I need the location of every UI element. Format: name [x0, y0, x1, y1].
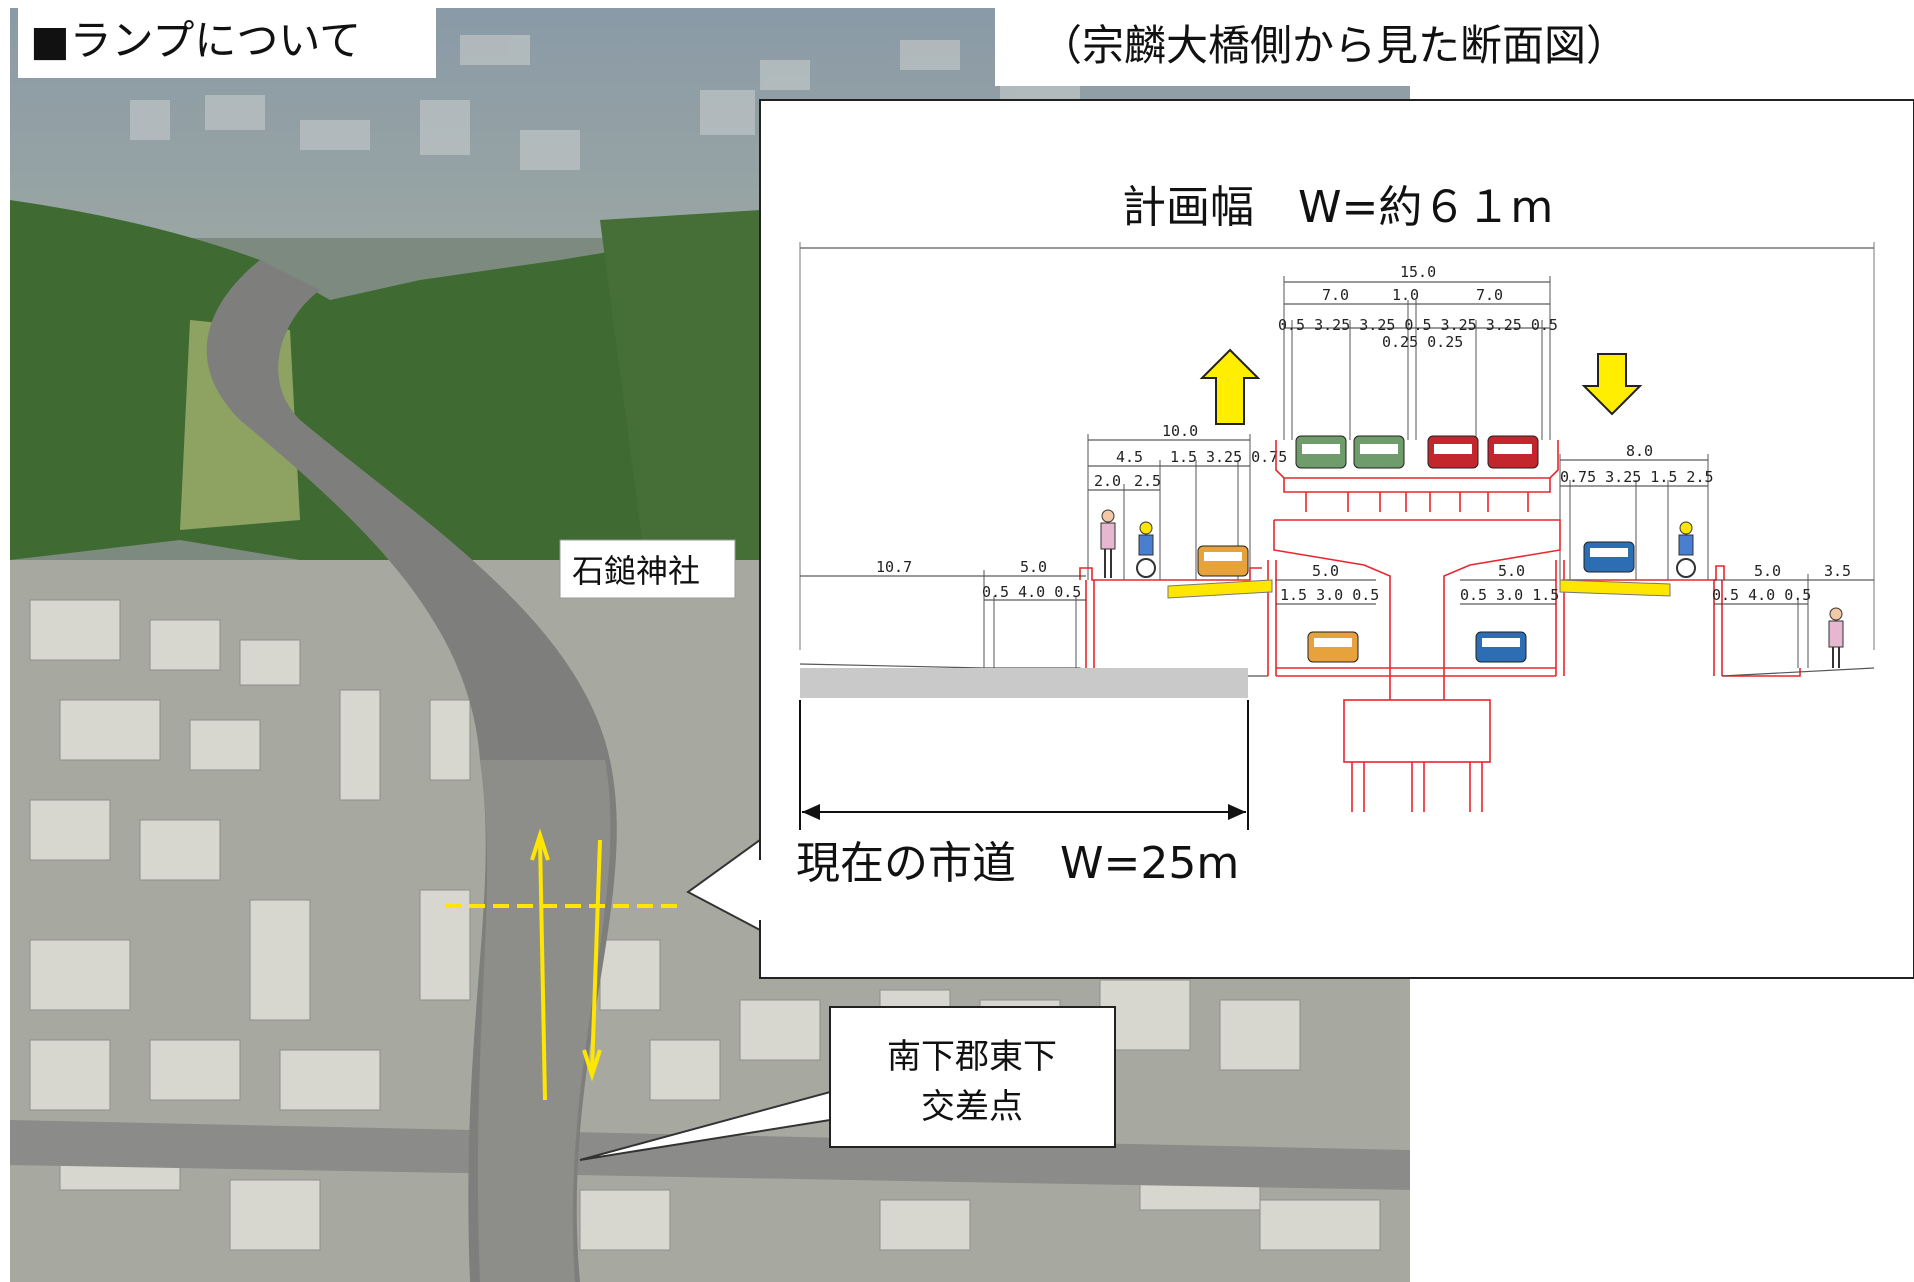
cyclist-icon [1676, 521, 1696, 578]
dim-left-deck-total: 10.0 [1162, 422, 1198, 440]
pedestrian-icon [1828, 607, 1844, 668]
dim-under-right-sub: 0.5 3.0 1.5 [1460, 586, 1559, 604]
intersection-label-line2: 交差点 [921, 1087, 1023, 1127]
dim-lanes-sub: 0.25 0.25 [1382, 333, 1463, 351]
dim-top-right: 7.0 [1476, 286, 1503, 304]
car-icon [1487, 435, 1539, 469]
down-arrow-icon [1581, 353, 1643, 416]
dim-under-left: 5.0 [1312, 562, 1339, 580]
intersection-label-box [829, 1006, 1116, 1148]
dim-walk-left-sub: 0.5 4.0 0.5 [982, 583, 1081, 601]
dim-left-c: 3.25 0.75 [1206, 448, 1287, 466]
planned-width-label: 計画幅 W=約６１m [1122, 182, 1553, 233]
car-icon [1583, 541, 1635, 573]
dim-under-left-sub: 1.5 3.0 0.5 [1280, 586, 1379, 604]
car-icon [1295, 435, 1347, 469]
car-icon [1475, 631, 1527, 663]
car-icon [1353, 435, 1405, 469]
dim-right-deck-total: 8.0 [1626, 442, 1653, 460]
car-icon [1307, 631, 1359, 663]
dim-walk-right: 5.0 [1754, 562, 1781, 580]
dim-right-row: 0.75 3.25 1.5 2.5 [1560, 468, 1714, 486]
dim-left-b: 1.5 [1170, 448, 1197, 466]
dim-walk-left: 5.0 [1020, 558, 1047, 576]
cross-section-drawing: 15.0 7.0 1.0 7.0 0.5 3.25 3.25 0.5 3.25 … [799, 242, 1875, 830]
dim-ground-right: 3.5 [1824, 562, 1851, 580]
dim-walk-right-sub: 0.5 4.0 0.5 [1712, 586, 1811, 604]
dim-left-e: 2.5 [1134, 472, 1161, 490]
dim-left-a: 4.5 [1116, 448, 1143, 466]
shrine-label-box [559, 539, 736, 599]
cross-section-panel [759, 99, 1914, 979]
dim-top-left: 7.0 [1322, 286, 1349, 304]
cyclist-icon [1136, 521, 1156, 578]
current-road-label: 現在の市道 W=25m [796, 838, 1239, 889]
dim-top-mid: 1.0 [1392, 286, 1419, 304]
section-title-box [995, 0, 1914, 86]
title-box [18, 0, 436, 78]
intersection-label-line1: 南下郡東下 [887, 1037, 1057, 1077]
dim-ground-left: 10.7 [876, 558, 912, 576]
car-icon [1197, 545, 1249, 577]
current-road-bed [800, 668, 1248, 698]
car-icon [1427, 435, 1479, 469]
dim-top-total: 15.0 [1400, 263, 1436, 281]
up-arrow-icon [1199, 348, 1261, 425]
dim-left-d: 2.0 [1094, 472, 1121, 490]
dim-lanes-row: 0.5 3.25 3.25 0.5 3.25 3.25 0.5 [1278, 316, 1558, 334]
shrine-label: 石鎚神社 [572, 552, 700, 590]
page-title: ■ランプについて [30, 16, 361, 65]
dim-under-right: 5.0 [1498, 562, 1525, 580]
pedestrian-icon [1100, 509, 1116, 578]
section-title: （宗麟大橋側から見た断面図） [1040, 21, 1628, 70]
